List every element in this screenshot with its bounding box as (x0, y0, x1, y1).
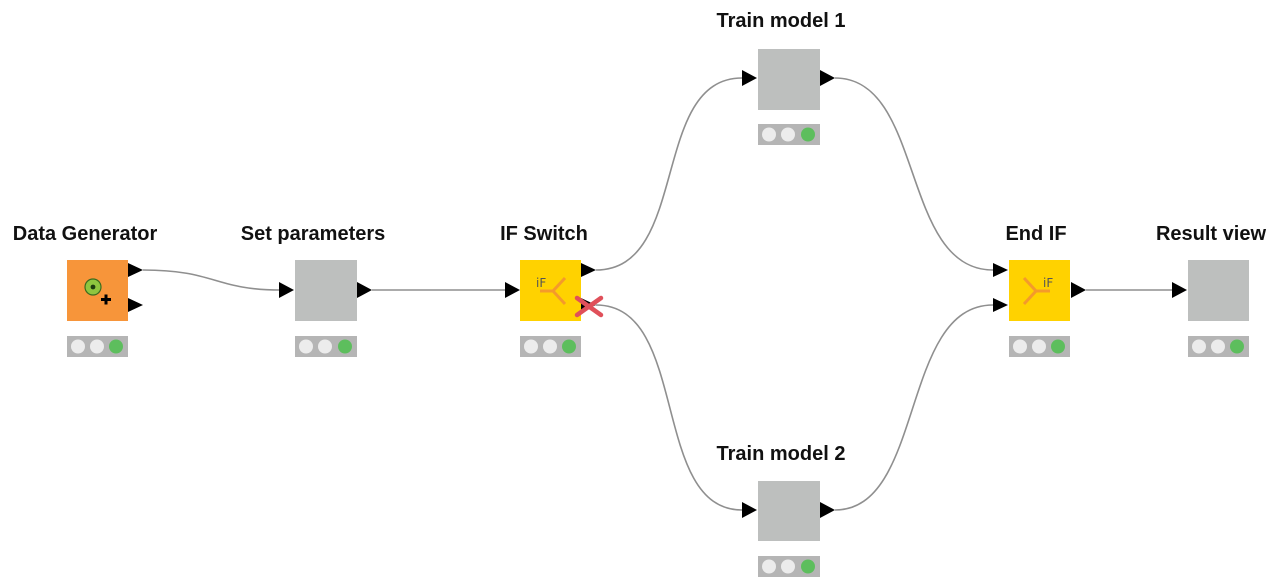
output-port[interactable] (581, 263, 596, 277)
node-result-view[interactable]: Result view (1156, 223, 1266, 357)
status-traffic-light (67, 336, 128, 357)
node-label: Set parameters (241, 223, 386, 245)
node-label: Result view (1156, 223, 1266, 245)
status-traffic-light (1188, 336, 1249, 357)
node-body[interactable] (1188, 260, 1249, 321)
node-train-model-2[interactable]: Train model 2 (717, 443, 846, 577)
output-port[interactable] (357, 282, 372, 298)
input-port[interactable] (993, 298, 1008, 312)
connection-if-switch-train-model-1[interactable] (595, 77, 743, 271)
connection-data-generator-set-parameters[interactable] (142, 269, 281, 291)
connection-train-model-1-end-if[interactable] (834, 77, 994, 271)
svg-text:iF: iF (1043, 276, 1053, 290)
node-set-parameters[interactable]: Set parameters (241, 223, 386, 357)
node-train-model-1[interactable]: Train model 1 (717, 10, 846, 145)
connections (142, 77, 1173, 511)
input-port[interactable] (279, 282, 294, 298)
input-port[interactable] (993, 263, 1008, 277)
input-port[interactable] (505, 282, 520, 298)
output-port[interactable] (128, 298, 143, 312)
node-label: Train model 2 (717, 443, 846, 465)
node-label: IF Switch (500, 223, 588, 245)
output-port[interactable] (820, 502, 835, 518)
x-mark-icon (574, 295, 604, 318)
svg-text:iF: iF (536, 276, 546, 290)
node-label: End IF (1005, 223, 1066, 245)
node-body[interactable] (758, 49, 820, 110)
node-body[interactable] (295, 260, 357, 321)
input-port[interactable] (1172, 282, 1187, 298)
connection-train-model-2-end-if[interactable] (834, 304, 994, 511)
input-port[interactable] (742, 502, 757, 518)
node-end-if[interactable]: End IF iF (993, 223, 1086, 357)
status-traffic-light (1009, 336, 1070, 357)
connection-if-switch-train-model-2[interactable] (595, 304, 743, 511)
end-if-icon: iF (1022, 276, 1053, 306)
node-body[interactable] (758, 481, 820, 541)
node-if-switch[interactable]: IF Switch iF (500, 223, 604, 357)
output-port[interactable] (820, 70, 835, 86)
data-generator-icon (84, 278, 111, 305)
node-data-generator[interactable]: Data Generator (13, 223, 158, 357)
status-traffic-light (758, 556, 820, 577)
status-traffic-light (520, 336, 581, 357)
output-port[interactable] (1071, 282, 1086, 298)
output-port[interactable] (128, 263, 143, 277)
node-label: Data Generator (13, 223, 158, 245)
status-traffic-light (758, 124, 820, 145)
input-port[interactable] (742, 70, 757, 86)
if-switch-icon: iF (536, 276, 567, 306)
status-traffic-light (295, 336, 357, 357)
node-label: Train model 1 (717, 10, 846, 32)
